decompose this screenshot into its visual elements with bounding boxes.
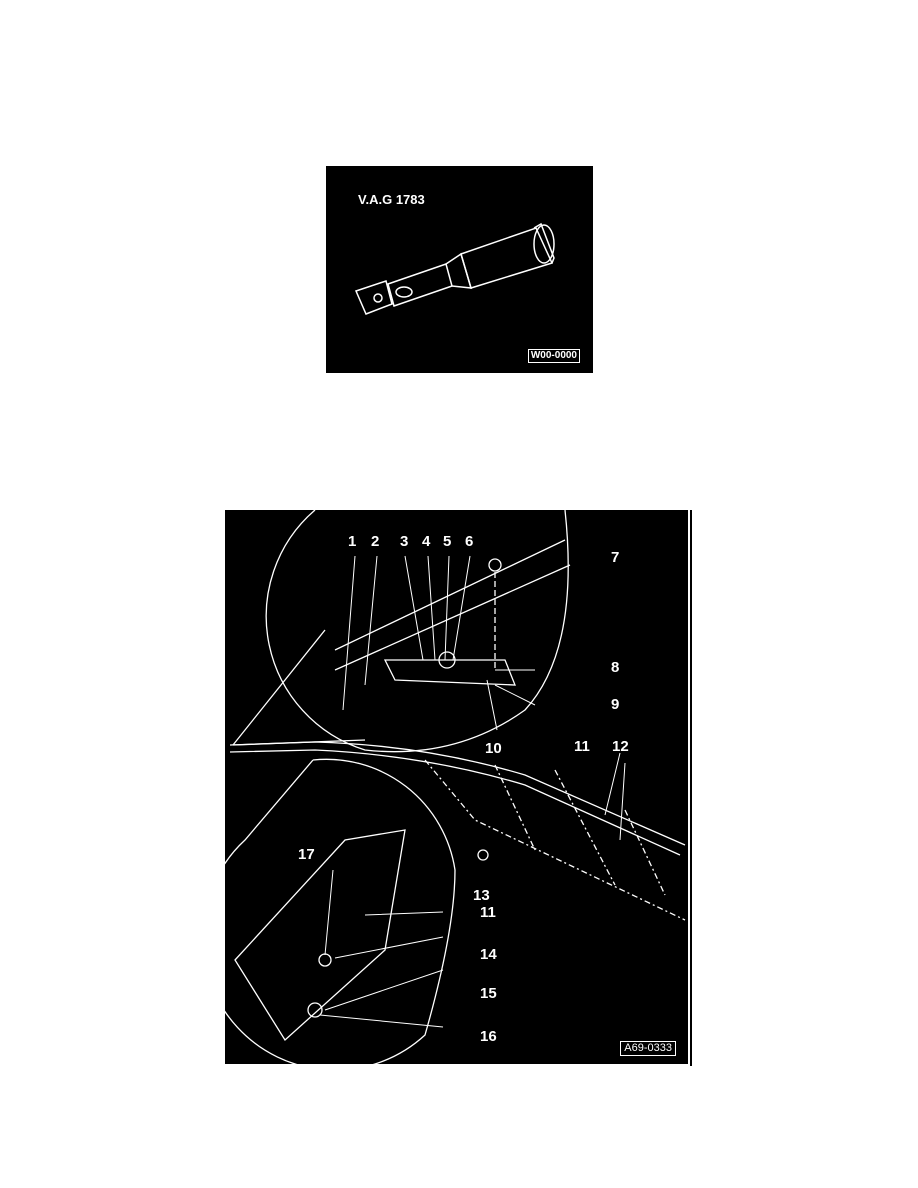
- callout-10: 10: [485, 740, 502, 757]
- figure-code: A69-0333: [620, 1041, 676, 1056]
- callout-12: 12: [612, 738, 629, 755]
- callout-2: 2: [371, 533, 380, 550]
- callout-14: 14: [480, 946, 497, 963]
- exploded-assembly-figure: 1 2 3 4 5 6 7 8 9 10 11 12 13 11 14 15 1…: [225, 510, 688, 1064]
- callout-4: 4: [422, 533, 431, 550]
- callout-16: 16: [480, 1028, 497, 1045]
- callout-8: 8: [611, 659, 620, 676]
- callout-11-inset: 11: [480, 904, 496, 921]
- torque-wrench-figure: V.A.G 1783 W00-0000: [326, 166, 593, 373]
- callout-11: 11: [574, 738, 590, 755]
- callout-13: 13: [473, 887, 490, 904]
- callout-6: 6: [465, 533, 474, 550]
- callout-3: 3: [400, 533, 409, 550]
- figure-border: [690, 510, 692, 1066]
- callout-7: 7: [611, 549, 620, 566]
- callout-17: 17: [298, 846, 315, 863]
- torque-wrench-illustration: [354, 222, 555, 315]
- tool-label: V.A.G 1783: [358, 192, 425, 207]
- callout-1: 1: [348, 533, 357, 550]
- assembly-illustration: [225, 510, 686, 1064]
- callout-9: 9: [611, 696, 620, 713]
- callout-5: 5: [443, 533, 452, 550]
- figure-code: W00-0000: [527, 349, 580, 363]
- callout-15: 15: [480, 985, 497, 1002]
